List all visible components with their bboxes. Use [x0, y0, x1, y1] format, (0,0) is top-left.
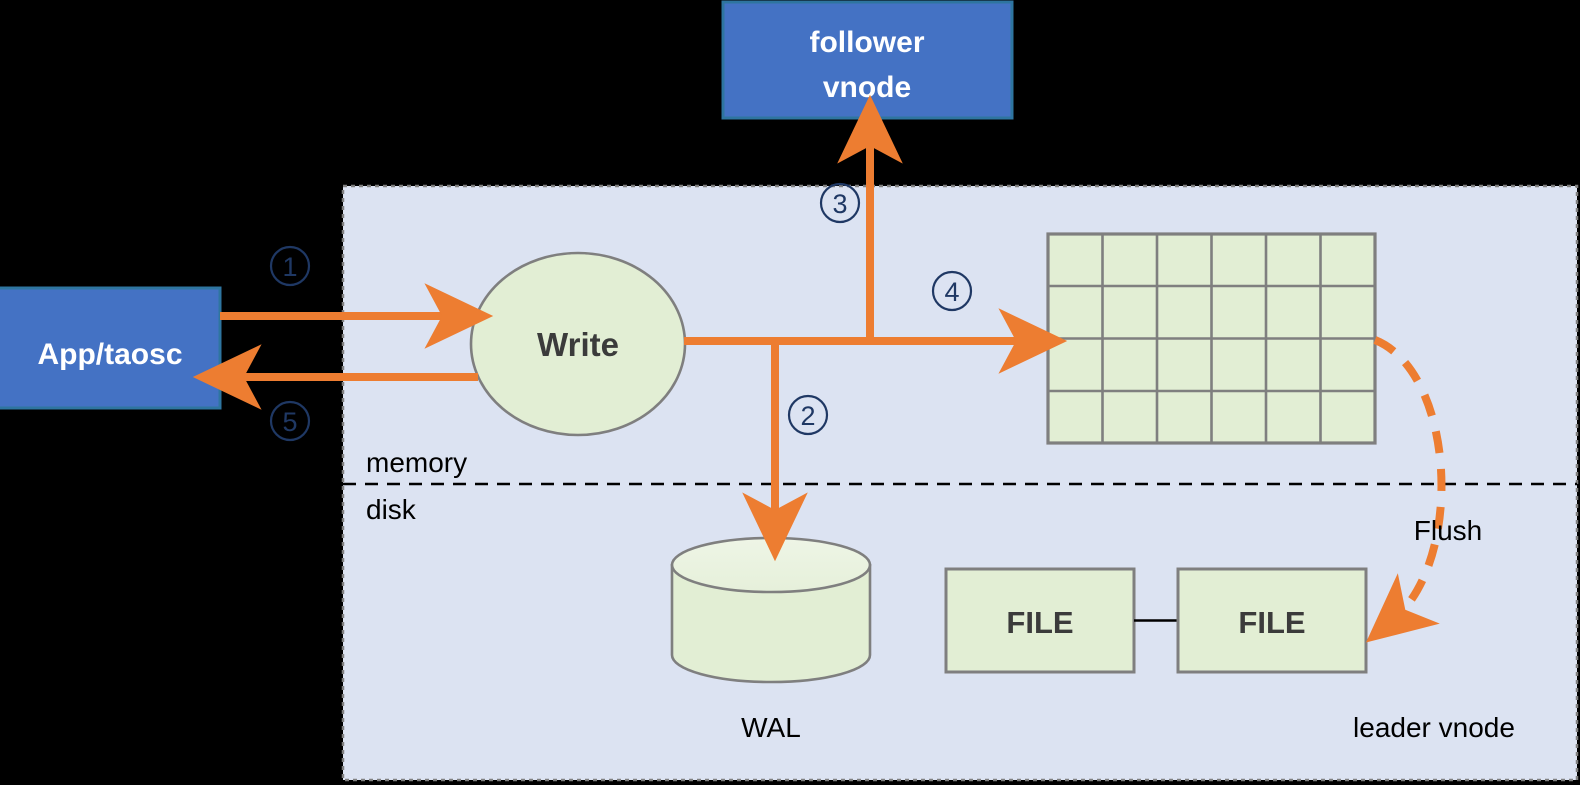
file-box-right-label: FILE: [1238, 605, 1305, 640]
step-5-circle: [269, 400, 311, 442]
step-2-number: 2: [800, 401, 815, 431]
wal-cylinder-top: [670, 536, 872, 594]
step-marker-2: 2: [787, 394, 829, 436]
step-5-number: 5: [282, 407, 297, 437]
follower-vnode-label-line1: follower: [809, 26, 924, 59]
wal-cylinder[interactable]: [670, 536, 872, 684]
leader-vnode-label: leader vnode: [1353, 712, 1515, 743]
step-3-number: 3: [832, 189, 847, 219]
memory-label: memory: [366, 447, 467, 478]
step-1-circle: [269, 245, 311, 287]
wal-cylinder-body: [670, 563, 872, 684]
app-taosc-box[interactable]: [0, 286, 222, 410]
step-marker-3: 3: [819, 182, 861, 224]
flush-label: Flush: [1414, 515, 1482, 546]
step-marker-4: 4: [931, 270, 973, 312]
step-2-circle: [787, 394, 829, 436]
follower-vnode-label-line2: vnode: [823, 71, 911, 104]
file-box-left-label: FILE: [1006, 605, 1073, 640]
write-node-label: Write: [537, 326, 619, 363]
file-box-left[interactable]: [944, 567, 1136, 674]
wal-label: WAL: [741, 712, 801, 743]
step-4-number: 4: [944, 277, 959, 307]
step-3-circle: [819, 182, 861, 224]
step-1-number: 1: [282, 252, 297, 282]
step-marker-1: 1: [269, 245, 311, 287]
step-marker-5: 5: [269, 400, 311, 442]
arrow-flush-memtable-to-file: [1365, 336, 1446, 643]
disk-label: disk: [366, 494, 417, 525]
app-taosc-label: App/taosc: [37, 338, 182, 371]
file-box-right[interactable]: [1176, 567, 1368, 674]
step-4-circle: [931, 270, 973, 312]
memtable-grid[interactable]: [1046, 232, 1377, 445]
